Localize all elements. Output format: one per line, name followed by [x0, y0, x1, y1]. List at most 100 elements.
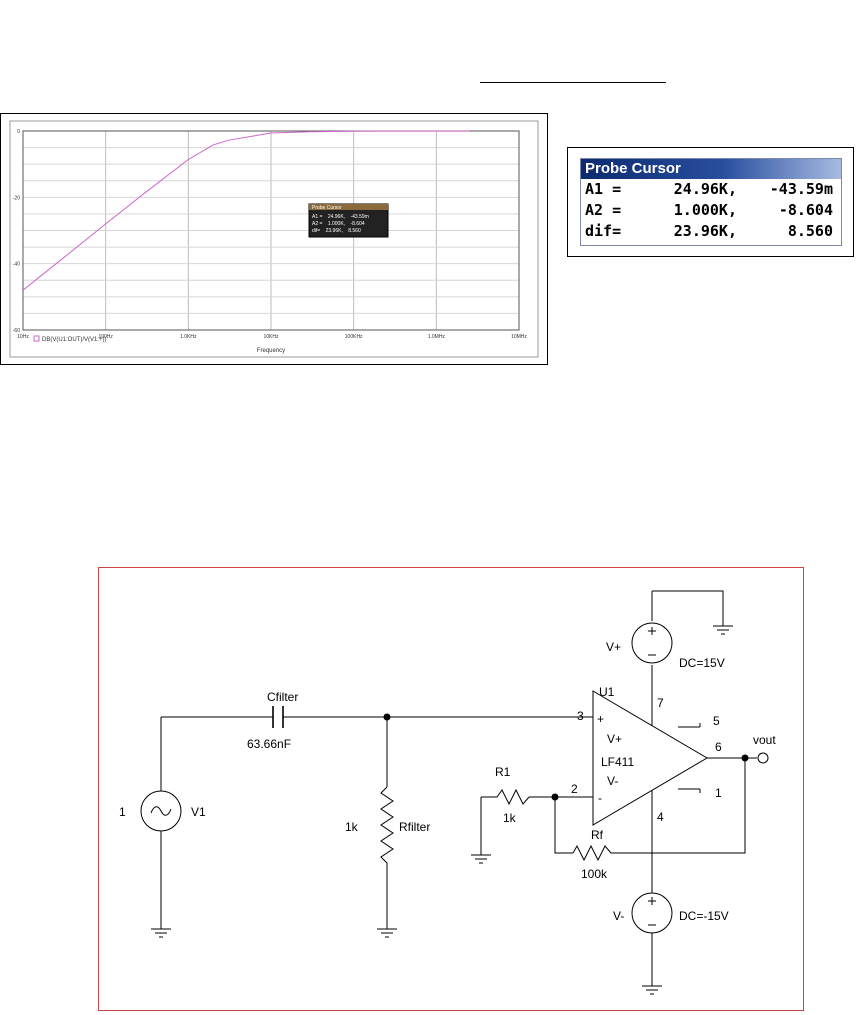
junction-dot [383, 713, 391, 721]
cap-ref-label: Cfilter [267, 690, 298, 704]
probe-row-y: -8.604 [778, 201, 833, 219]
x-tick-label: 100KHz [345, 334, 363, 340]
ground-symbol [642, 985, 662, 995]
bode-plot: 10Hz 100Hz 1.0KHz 10KHz 100KHz 1.0MHz 10MHz 0 -… [9, 120, 539, 358]
inset-probe-title: Probe Cursor [312, 205, 342, 211]
opamp-vplus-pin-label: V+ [607, 732, 622, 746]
opamp-part-label: LF411 [601, 755, 634, 769]
ground-symbol [713, 625, 733, 635]
circuit-schematic: V+ DC=15V V- DC=-15V U1 LF411 V+ V- + - … [119, 590, 776, 995]
resistor-r1 [481, 788, 530, 806]
opamp-vminus-pin-label: V- [607, 774, 618, 788]
rf-value-label: 100k [581, 867, 608, 881]
ground-symbol [151, 928, 171, 938]
source-ref-label: V1 [191, 805, 206, 819]
x-tick-label: 10KHz [263, 334, 279, 340]
probe-row-x: 1.000K, [673, 201, 737, 219]
svg-text:A1 = 24.96K, -: A1 = 24.96K, -43.59m [312, 214, 369, 220]
rf-ref-label: Rf [591, 828, 604, 842]
capacitor-cfilter [269, 706, 287, 728]
opamp-u1 [575, 690, 708, 826]
resistor-rf [572, 844, 612, 862]
probe-cursor-panel: Probe Cursor A1 = 24.96K, -43.59m A2 = 1… [567, 147, 854, 257]
probe-row-x: 24.96K, [673, 180, 737, 198]
x-axis-label: Frequency [257, 348, 285, 354]
plot-area-border [22, 130, 520, 331]
probe-row: dif= 23.96K, 8.560 [581, 221, 841, 242]
cap-value-label: 63.66nF [247, 737, 291, 751]
bode-plot-panel: 10Hz 100Hz 1.0KHz 10KHz 100KHz 1.0MHz 10MHz 0 -… [0, 113, 548, 365]
vminus-value-label: DC=-15V [679, 909, 729, 923]
vminus-ref-label: V- [613, 909, 624, 923]
x-tick-label: 1.0MHz [428, 334, 446, 340]
inset-row-x: 23.96K, [326, 228, 343, 234]
pin-5-label: 5 [713, 714, 720, 728]
probe-row-x: 23.96K, [673, 222, 737, 240]
x-tick-label: 100Hz [98, 334, 113, 340]
inset-row-name: A2 = [312, 221, 323, 227]
schematic-panel: V+ DC=15V V- DC=-15V U1 LF411 V+ V- + - … [98, 567, 804, 1011]
x-tick-label: 1.0KHz [180, 334, 197, 340]
wires [160, 590, 757, 986]
inset-row-y: -43.59m [350, 214, 368, 220]
inset-row-x: 1.000K, [328, 221, 345, 227]
r1-ref-label: R1 [495, 765, 511, 779]
ground-symbol [471, 853, 491, 864]
source-value-label: 1 [119, 805, 126, 819]
rfilter-value-label: 1k [345, 820, 359, 834]
svg-text:dif= 23.96K, 8: dif= 23.96K, 8.560 [312, 228, 361, 234]
y-tick-label: -40 [13, 262, 20, 268]
inset-probe-cursor: Probe Cursor A1 = 24.96K, -43.59m A2 = 1… [308, 203, 389, 238]
dc-source-vplus [631, 622, 673, 664]
ground-symbol [377, 928, 397, 938]
pin-1-label: 1 [715, 786, 722, 800]
rfilter-ref-label: Rfilter [399, 820, 430, 834]
opamp-plus-sign: + [597, 712, 604, 726]
probe-row-name: A1 = [585, 180, 622, 198]
probe-row-name: dif= [585, 222, 622, 240]
pin-2-label: 2 [571, 782, 578, 796]
pin-7-label: 7 [657, 696, 664, 710]
junction-dot [741, 754, 749, 762]
r1-value-label: 1k [503, 811, 517, 825]
probe-cursor-title: Probe Cursor [581, 159, 841, 179]
probe-cursor-window[interactable]: Probe Cursor A1 = 24.96K, -43.59m A2 = 1… [580, 158, 842, 246]
pin-6-label: 6 [715, 740, 722, 754]
series-layer [22, 130, 470, 291]
x-tick-labels: 10Hz 100Hz 1.0KHz 10KHz 100KHz 1.0MHz 10MHz [17, 334, 527, 340]
legend-label: DB(V(U1:OUT)/V(V1:+)) [42, 337, 107, 343]
vplus-ref-label: V+ [606, 640, 621, 654]
series-line [22, 130, 470, 291]
output-terminal [757, 752, 769, 764]
x-tick-label: 10MHz [511, 334, 527, 340]
opamp-ref-label: U1 [599, 685, 615, 699]
inset-row-x: 24.96K, [328, 214, 345, 220]
probe-row-y: -43.59m [769, 180, 833, 198]
probe-row: A1 = 24.96K, -43.59m [581, 179, 841, 200]
inset-row-name: A1 = [312, 214, 323, 220]
opamp-minus-sign: - [598, 791, 602, 805]
inset-row-y: 8.560 [348, 228, 361, 234]
ac-source-v1 [140, 790, 182, 832]
legend-swatch [33, 335, 40, 342]
vplus-value-label: DC=15V [679, 656, 725, 670]
inset-row-name: dif= [312, 228, 320, 234]
pin-4-label: 4 [657, 810, 664, 824]
probe-row: A2 = 1.000K, -8.604 [581, 200, 841, 221]
probe-row-name: A2 = [585, 201, 622, 219]
resistor-rfilter [380, 786, 394, 869]
inset-row-y: -8.604 [350, 221, 364, 227]
svg-text:A2 = 1.000K, -: A2 = 1.000K, -8.604 [312, 221, 365, 227]
dc-source-vminus [631, 892, 673, 934]
pin-3-label: 3 [577, 709, 584, 723]
output-label: vout [753, 733, 776, 747]
y-tick-label: -60 [13, 328, 20, 334]
y-tick-label: -20 [13, 195, 20, 201]
header-rule [480, 82, 666, 83]
x-tick-label: 10Hz [17, 334, 29, 340]
y-tick-labels: 0 -20 -40 -60 [13, 129, 20, 334]
junction-dot [551, 793, 559, 801]
y-tick-label: 0 [17, 129, 20, 135]
probe-row-y: 8.560 [787, 222, 833, 240]
plot-window [9, 120, 539, 358]
